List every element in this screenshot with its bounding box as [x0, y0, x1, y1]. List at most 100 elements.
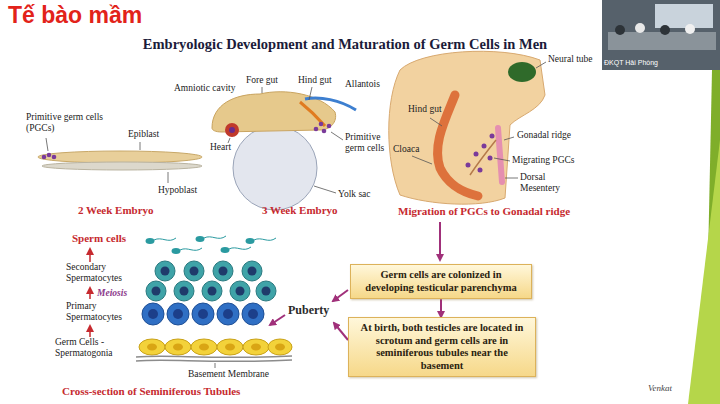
- primary-spermatocyte: [192, 303, 214, 325]
- thumbnail-table: [608, 32, 716, 50]
- pgc-dot: [482, 144, 487, 149]
- secondary-spermatocyte: [184, 261, 204, 281]
- dorsal-mesentery: [470, 140, 496, 175]
- cell-nucleus: [152, 287, 161, 296]
- cell-nucleus: [180, 287, 189, 296]
- thumbnail-window: [655, 4, 713, 28]
- pgc-dot: [42, 155, 47, 160]
- primary-spermatocyte: [167, 303, 189, 325]
- secondary-spermatocyte: [202, 281, 222, 301]
- leader-line: [168, 172, 169, 183]
- sperm-tail: [180, 248, 202, 250]
- signature: Venkat: [648, 383, 672, 393]
- part-label: Gonadal ridge: [517, 130, 571, 141]
- leader-line: [309, 87, 312, 100]
- pgc-dot: [474, 152, 479, 157]
- green-triangle: [688, 140, 720, 404]
- cell-nucleus: [251, 344, 261, 351]
- sperm-head: [146, 238, 155, 244]
- basement-membrane: [136, 360, 292, 361]
- epiblast-disc: [38, 151, 202, 163]
- secondary-spermatocyte: [230, 281, 250, 301]
- part-label: Cloaca: [393, 144, 419, 155]
- cell-nucleus: [190, 267, 199, 276]
- flow-arrow: [440, 299, 442, 317]
- pgc-dot: [319, 122, 324, 127]
- thumbnail-person: [660, 25, 670, 35]
- leader-line: [412, 156, 432, 164]
- part-label: Fore gut: [246, 75, 278, 86]
- cell-nucleus: [173, 344, 183, 351]
- subtitle: Embryologic Development and Maturation o…: [100, 36, 590, 53]
- sperm-head: [221, 247, 230, 253]
- secondary-spermatocyte: [256, 281, 276, 301]
- sperm-tail: [229, 247, 251, 249]
- cell-nucleus: [248, 267, 257, 276]
- cell-nucleus: [147, 344, 157, 351]
- gonadal-ridge: [498, 128, 502, 182]
- leader-line: [430, 118, 442, 126]
- leader-line: [46, 138, 48, 151]
- stage-caption: 2 Week Embryo: [78, 204, 154, 217]
- leader-line: [504, 137, 514, 140]
- box-text: At birth, both testicles are located in …: [355, 322, 529, 372]
- stage-arrow: [89, 249, 91, 262]
- cell-nucleus: [198, 309, 208, 319]
- cell-nucleus: [275, 344, 285, 351]
- cell-nucleus: [148, 309, 158, 319]
- pgc-dot: [322, 129, 327, 134]
- part-label: Primitive germ cells (PGCs): [26, 112, 108, 134]
- part-label: Yolk sac: [338, 189, 371, 200]
- cell-nucleus: [219, 267, 228, 276]
- flow-arrow: [270, 315, 285, 325]
- process-label: Meiosis: [97, 288, 127, 299]
- primary-spermatocyte: [217, 303, 239, 325]
- hind-gut: [300, 102, 325, 126]
- cell-nucleus: [173, 309, 183, 319]
- pgc-dot: [478, 168, 483, 173]
- box-text: Germ cells are colonized in developing t…: [357, 269, 525, 294]
- secondary-spermatocyte: [146, 281, 166, 301]
- spermatogonium: [191, 339, 217, 355]
- part-label: Heart: [210, 142, 231, 153]
- leader-line: [262, 87, 263, 93]
- primary-spermatocyte: [142, 303, 164, 325]
- leader-line: [505, 178, 518, 179]
- pgc-dot: [327, 124, 332, 129]
- cell-label: Secondary Spermatocytes: [66, 262, 138, 284]
- thumbnail-person: [615, 25, 625, 35]
- sperm-head: [246, 238, 255, 244]
- part-label: Hypoblast: [158, 185, 197, 196]
- leader-line: [494, 158, 510, 161]
- secondary-spermatocyte: [213, 261, 233, 281]
- process-box: At birth, both testicles are located in …: [348, 317, 536, 377]
- pgc-dot: [490, 134, 495, 139]
- hind-gut: [438, 95, 478, 196]
- secondary-spermatocyte: [174, 281, 194, 301]
- spermatogonium: [243, 339, 269, 355]
- cell-nucleus: [225, 344, 235, 351]
- video-label: ĐKQT Hải Phòng: [604, 59, 658, 67]
- pgc-dot: [466, 163, 471, 168]
- flow-arrow: [333, 290, 348, 301]
- figure-caption: Cross-section of Seminiferous Tubules: [62, 385, 240, 398]
- pgc-dot: [52, 155, 57, 160]
- cell-label: Sperm cells: [72, 232, 126, 245]
- cell-nucleus: [236, 287, 245, 296]
- part-label: Hind gut: [298, 75, 332, 86]
- cell-label: Germ Cells - Spermatogonia: [55, 337, 133, 359]
- flow-arrow: [334, 323, 348, 340]
- sperm-head: [172, 248, 181, 254]
- part-label: Primitive germ cells: [345, 132, 401, 154]
- stage-label: Puberty: [288, 304, 329, 318]
- part-label: Amniotic cavity: [174, 83, 235, 94]
- cell-nucleus: [248, 309, 258, 319]
- leader-line: [536, 62, 546, 68]
- sperm-tail: [154, 238, 176, 240]
- flow-arrow: [439, 222, 441, 260]
- yolk-sac: [233, 126, 317, 210]
- part-label: Neural tube: [548, 54, 593, 65]
- allantois: [305, 98, 356, 110]
- basement-membrane: [136, 356, 292, 357]
